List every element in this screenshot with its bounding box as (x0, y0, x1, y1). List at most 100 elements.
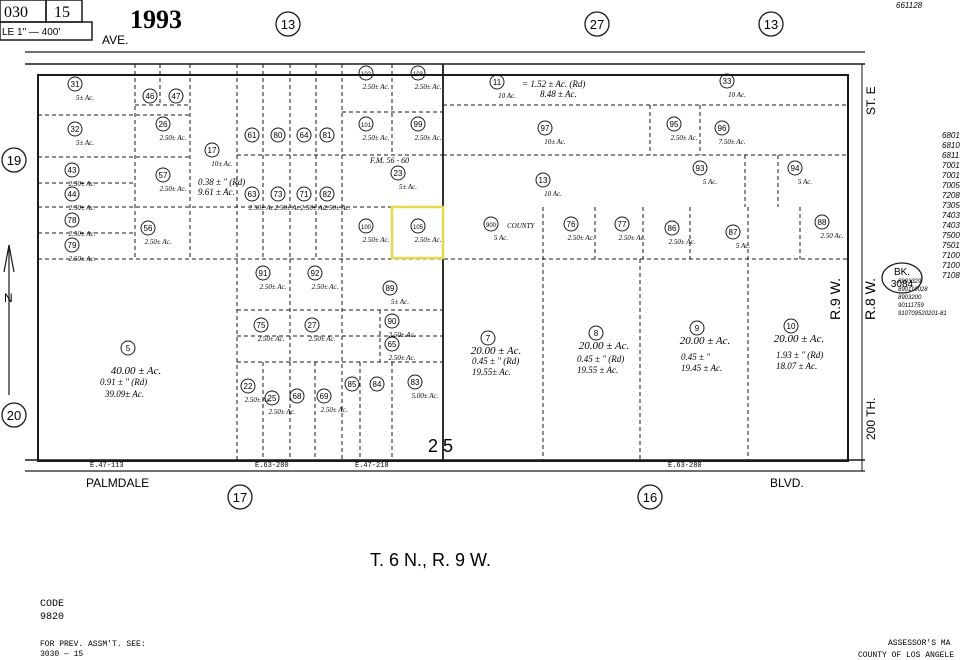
parcel-7-number[interactable]: 7 (486, 334, 491, 343)
range-r8w: R.8 W. (862, 278, 878, 320)
parcel-17-acreage: 10± Ac. (211, 160, 233, 168)
parcel-26-number[interactable]: 26 (159, 120, 168, 129)
parcel-76-number[interactable]: 76 (567, 220, 576, 229)
margin-code: 7005 (942, 181, 960, 190)
parcel-92-number[interactable]: 92 (311, 269, 320, 278)
p10-road: 1.93 ± " (Rd) (776, 350, 823, 360)
parcel-43-acreage: 2.50± Ac. (69, 180, 96, 188)
parcel-57-number[interactable]: 57 (159, 171, 168, 180)
street-ave: AVE. (102, 33, 128, 47)
parcel-25-number[interactable]: 25 (268, 394, 277, 403)
parcel-64-number[interactable]: 64 (300, 131, 309, 140)
parcel-11-acreage: 10 Ac. (498, 92, 516, 100)
parcel-26-circle (155, 116, 171, 132)
parcel-77-number[interactable]: 77 (618, 220, 627, 229)
parcel-47-circle (168, 88, 184, 104)
parcel-900-acreage: 5 Ac. (494, 234, 509, 242)
parcel-22-number[interactable]: 22 (244, 382, 253, 391)
parcel-10-number[interactable]: 10 (787, 322, 796, 331)
parcel-105-number[interactable]: 105 (413, 225, 424, 231)
parcel-5-number[interactable]: 5 (126, 344, 131, 353)
parcel-63-number[interactable]: 63 (248, 190, 257, 199)
book-ref: 030 (4, 4, 28, 21)
parcel-94-circle (787, 160, 803, 176)
parcel-43-number[interactable]: 43 (68, 166, 77, 175)
parcel-71-number[interactable]: 71 (300, 190, 309, 199)
parcel-lines (38, 64, 848, 461)
parcel-101-acreage: 2.50± Ac. (363, 134, 390, 142)
parcel-80-number[interactable]: 80 (274, 131, 283, 140)
parcel-46-number[interactable]: 46 (146, 92, 155, 101)
parcel-84-number[interactable]: 84 (373, 380, 382, 389)
parcel-100-number[interactable]: 100 (361, 225, 372, 231)
parcel-87-number[interactable]: 87 (729, 228, 738, 237)
parcel-90-number[interactable]: 90 (388, 317, 397, 326)
p10-net: 18.07 ± Ac. (776, 361, 817, 371)
parcel-47-number[interactable]: 47 (172, 92, 181, 101)
highlighted-parcel-105[interactable] (390, 205, 445, 260)
parcel-82-number[interactable]: 82 (323, 190, 332, 199)
parcel-56-number[interactable]: 56 (144, 224, 153, 233)
parcel-900-number[interactable]: 900 (486, 223, 497, 229)
parcel-8-acreage: 20.00 ± Ac. (579, 340, 629, 352)
parcel-91-number[interactable]: 91 (259, 269, 268, 278)
parcel-93-circle (692, 160, 708, 176)
parcel-99-number[interactable]: 99 (414, 120, 423, 129)
parcel-79-number[interactable]: 79 (68, 241, 77, 250)
parcel-97-number[interactable]: 97 (541, 124, 550, 133)
parcel-96-number[interactable]: 96 (718, 124, 727, 133)
parcel-83-number[interactable]: 83 (411, 378, 420, 387)
margin-code-long: 910709520201-81 (898, 311, 947, 317)
parcel-105-acreage: 2.50± Ac. (415, 236, 442, 244)
parcel-31-number[interactable]: 31 (71, 80, 80, 89)
parcel-89-number[interactable]: 89 (386, 284, 395, 293)
parcel-101-number[interactable]: 101 (361, 123, 372, 129)
parcel-9-number[interactable]: 9 (695, 324, 700, 333)
section-17-bottom: 17 (233, 490, 247, 505)
parcel-81-number[interactable]: 81 (323, 131, 332, 140)
parcel-94-number[interactable]: 94 (791, 164, 800, 173)
parcel-88-number[interactable]: 88 (818, 218, 827, 227)
parcel-75-number[interactable]: 75 (257, 321, 266, 330)
parcel-13-number[interactable]: 13 (539, 176, 548, 185)
right-margin-codes: 6801681068117001700170057208730574037403… (898, 131, 960, 317)
parcel-27-number[interactable]: 27 (308, 321, 317, 330)
frontage-d: E.63-280 (668, 462, 702, 470)
parcel-61-number[interactable]: 61 (248, 131, 257, 140)
parcel-32-number[interactable]: 32 (71, 125, 80, 134)
parcel-81-circle (319, 127, 335, 143)
parcel-85-number[interactable]: 85 (348, 380, 357, 389)
margin-code: 7305 (942, 201, 960, 210)
parcel-86-number[interactable]: 86 (668, 224, 677, 233)
parcel-23-number[interactable]: 23 (394, 169, 403, 178)
parcel-63-circle (244, 186, 260, 202)
parcel-11-number[interactable]: 11 (493, 78, 502, 87)
parcel-95-number[interactable]: 95 (670, 120, 679, 129)
parcel-17-number[interactable]: 17 (208, 146, 217, 155)
parcel-73-number[interactable]: 73 (274, 190, 283, 199)
parcel-99-acreage: 2.50± Ac. (415, 134, 442, 142)
parcel-68-number[interactable]: 68 (293, 392, 302, 401)
parcel-44-number[interactable]: 44 (68, 190, 77, 199)
parcel-96-circle (714, 120, 730, 136)
parcel-102-number[interactable]: 102 (361, 72, 372, 78)
parcel-33-circle (719, 73, 735, 89)
parcel-69-number[interactable]: 69 (320, 392, 329, 401)
prev-assmt-value: 3030 — 15 (40, 650, 83, 659)
parcel-65-circle (384, 336, 400, 352)
parcel-92-circle (307, 265, 323, 281)
parcel-25-circle (264, 390, 280, 406)
parcel-9-acreage: 20.00 ± Ac. (680, 335, 730, 347)
parcel-103-number[interactable]: 103 (413, 72, 424, 78)
p8-net: 19.55 ± Ac. (577, 365, 618, 375)
parcel-8-number[interactable]: 8 (594, 329, 599, 338)
parcel-93-number[interactable]: 93 (696, 164, 705, 173)
top-right-note: 661128 (896, 1, 923, 10)
margin-code-long: 90111759 (898, 303, 924, 309)
range-r9w: R.9 W. (827, 278, 843, 320)
parcel-103-acreage: 2.50± Ac. (415, 83, 442, 91)
parcel-78-number[interactable]: 78 (68, 216, 77, 225)
parcel-65-number[interactable]: 65 (388, 340, 397, 349)
parcel-33-number[interactable]: 33 (723, 77, 732, 86)
